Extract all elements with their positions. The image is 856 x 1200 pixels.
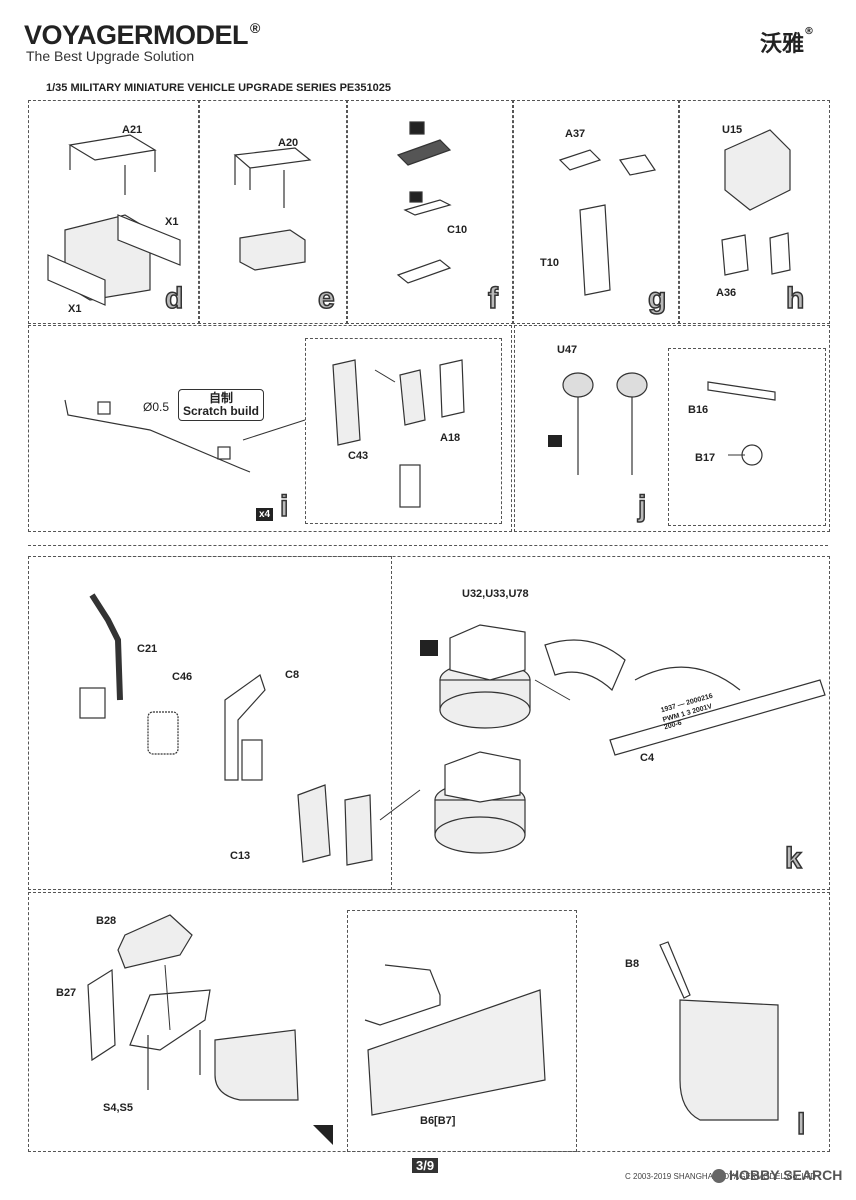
part-label-s4-s5: S4,S5: [103, 1102, 133, 1114]
part-u15-drawing: [724, 129, 791, 211]
quantity-badge: x4: [256, 508, 274, 521]
part-b8-drawing: [659, 941, 691, 999]
page-subtitle: 1/35 MILITARY MINIATURE VEHICLE UPGRADE …: [46, 82, 391, 94]
brand-chinese: 沃雅®: [760, 26, 815, 57]
part-f-block-drawing: [396, 139, 452, 166]
grab-wire-drawing: [364, 964, 441, 1026]
step-f-panel: [346, 100, 514, 324]
step-letter-l: l: [796, 1107, 806, 1142]
step-h-panel: [678, 100, 830, 324]
part-c4-strip-drawing: [609, 679, 826, 756]
step-j-detail-panel: [668, 348, 826, 526]
bin-drawing: [679, 999, 779, 1121]
step-letter-g: g: [647, 281, 667, 316]
step-i-detail-panel: [305, 338, 502, 524]
part-label-b16: B16: [688, 404, 709, 416]
step-letter-h: h: [785, 281, 805, 316]
part-label-c21: C21: [137, 643, 158, 655]
header: VOYAGERMODEL® The Best Upgrade Solution …: [0, 0, 856, 80]
watermark-logo-icon: [712, 1169, 726, 1184]
part-label-c10: C10: [447, 224, 468, 236]
part-a37-drawing: [558, 149, 602, 171]
watermark: HOBBY SEARCH: [712, 1167, 842, 1184]
part-label-c46: C46: [172, 671, 193, 683]
part-label-c13: C13: [230, 850, 251, 862]
part-b28-drawing: [117, 914, 193, 969]
part-label-a20: A20: [278, 137, 299, 149]
part-a18-drawing: [439, 359, 465, 418]
part-b27-drawing: [87, 968, 116, 1062]
step-g-panel: [512, 100, 680, 324]
part-label-a21: A21: [122, 124, 143, 136]
part-label-a18: A18: [440, 432, 461, 444]
part-c8-drawing: [224, 674, 266, 781]
step-letter-e: e: [317, 281, 335, 316]
step-letter-i: i: [279, 489, 289, 524]
part-label-x1-right: X1: [165, 216, 179, 228]
part-label-c4: C4: [640, 752, 655, 764]
part-c46-drawing: [147, 711, 179, 755]
step-i-panel: [28, 325, 512, 532]
brand-logo: VOYAGERMODEL®: [24, 20, 260, 50]
part-label-a37: A37: [565, 128, 586, 140]
part-label-b28: B28: [96, 915, 117, 927]
part-label-t10: T10: [540, 257, 559, 269]
part-label-c8: C8: [285, 669, 300, 681]
step-letter-j: j: [637, 489, 647, 524]
step-d-panel: [28, 100, 200, 324]
step-j-panel: [514, 325, 830, 532]
step-letter-f: f: [487, 281, 499, 316]
page-number: 3/9: [412, 1158, 439, 1173]
part-a20-drawing: [233, 147, 312, 169]
part-label-u15: U15: [722, 124, 743, 136]
step-e-panel: [198, 100, 348, 324]
part-label-u32-u33-u78: U32,U33,U78: [462, 588, 529, 600]
part-label-a36: A36: [716, 287, 737, 299]
part-a21-drawing: [68, 134, 157, 161]
part-c21-drawing: [89, 593, 123, 701]
step-letter-d: d: [164, 281, 184, 316]
tagline: The Best Upgrade Solution: [26, 48, 195, 64]
seat-back-drawing: [214, 1029, 299, 1101]
part-b6-drawing: [367, 989, 546, 1116]
part-c43-drawing: [332, 359, 361, 446]
step-letter-k: k: [784, 841, 802, 876]
frame-s4-s5-drawing: [129, 989, 211, 1051]
part-label-b27: B27: [56, 987, 77, 999]
part-label-x1-left: X1: [68, 303, 82, 315]
section-divider: [28, 545, 828, 546]
step-l-center-panel: [347, 910, 577, 1152]
part-label-c43: C43: [348, 450, 369, 462]
part-c4-ring-drawing: [544, 639, 626, 692]
part-label-u47: U47: [557, 344, 578, 356]
part-label-b8: B8: [625, 958, 640, 970]
part-b16-drawing: [707, 381, 776, 401]
part-u47-light-left: [562, 372, 594, 398]
scratch-rod-drawing: [64, 399, 251, 473]
diameter-label: Ø0.5: [143, 400, 170, 414]
part-label-b6-b7: B6[B7]: [420, 1115, 456, 1127]
part-t10-drawing: [579, 204, 611, 296]
part-label-b17: B17: [695, 452, 716, 464]
step-k-left-panel: [28, 556, 392, 890]
part-c13-drawing: [297, 784, 331, 863]
